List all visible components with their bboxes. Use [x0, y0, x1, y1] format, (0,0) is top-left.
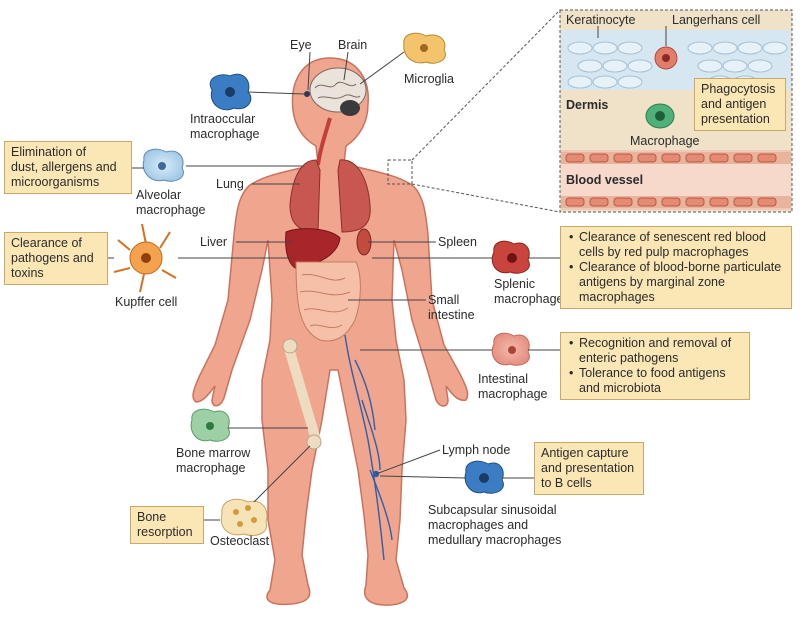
phagocytosis-line-3: presentation [701, 112, 770, 126]
eye-label: Eye [290, 38, 312, 52]
blood-vessel-label: Blood vessel [566, 173, 644, 187]
osteoclast-icon [220, 498, 268, 536]
lymph-function-line-3: to B cells [541, 476, 592, 490]
splenic-macrophage-icon [491, 240, 530, 274]
skin-inset [559, 9, 793, 213]
osteoclast-function-line-2: resorption [137, 525, 193, 539]
splenic-function-item-2: Clearance of blood-borne particulate ant… [569, 260, 785, 305]
brain-graphic [309, 67, 367, 116]
lymph-function-box: Antigen capture and presentation to B ce… [534, 442, 644, 495]
alveolar-function-line-1: Elimination of [11, 145, 87, 159]
osteoclast-function-box: Bone resorption [130, 506, 204, 544]
lymph-function-line-1: Antigen capture [541, 446, 629, 460]
bone-marrow-macrophage-icon [190, 408, 230, 442]
trachea-graphic [316, 117, 332, 166]
brain-label: Brain [338, 38, 368, 52]
alveolar-macrophage-icon [142, 148, 184, 182]
dermis-label: Dermis [566, 98, 609, 112]
alveolar-function-line-3: microorganisms [11, 175, 100, 189]
lymph-vessels-graphic [344, 334, 393, 561]
splenic-function-item-1: Clearance of senescent red blood cells b… [569, 230, 785, 260]
right-lung-graphic [337, 159, 371, 233]
small-intestine-line-2: intestine [428, 308, 475, 322]
phagocytosis-line-1: Phagocytosis [701, 82, 776, 96]
lymph-node-macrophage-icon [464, 460, 504, 494]
intestinal-function-item-1: Recognition and removal of enteric patho… [569, 336, 743, 366]
subcapsular-line-3: medullary macrophages [428, 533, 562, 547]
intestinal-line-1: Intestinal [478, 372, 529, 386]
intraoccular-line-2: macrophage [190, 127, 260, 141]
intraoccular-line-1: Intraoccular [190, 112, 256, 126]
small-intestine-line-1: Small [428, 293, 460, 307]
alveolar-macrophage-label: Alveolar macrophage [136, 188, 206, 218]
liver-graphic [285, 228, 341, 271]
kupffer-cell-icon [113, 223, 177, 293]
spleen-label: Spleen [438, 235, 477, 249]
zoom-line-top [411, 9, 561, 161]
kupffer-function-line-1: Clearance of [11, 236, 82, 250]
intestinal-function-box: Recognition and removal of enteric patho… [560, 332, 750, 400]
intestinal-macrophage-icon [491, 332, 530, 366]
bone-marrow-line-2: macrophage [176, 461, 246, 475]
skin-zoom-marker [387, 159, 413, 185]
alveolar-function-box: Elimination of dust, allergens and micro… [4, 141, 132, 194]
femur-graphic [282, 338, 322, 450]
intraoccular-macrophage-label: Intraoccular macrophage [190, 112, 260, 142]
lymph-function-line-2: and presentation [541, 461, 635, 475]
lymph-node-label: Lymph node [442, 443, 511, 457]
eye-graphic [304, 91, 310, 97]
alveolar-line-2: macrophage [136, 203, 206, 217]
subcapsular-line-1: Subcapsular sinusoidal [428, 503, 557, 517]
osteoclast-label: Osteoclast [210, 534, 270, 548]
subcapsular-macrophage-label: Subcapsular sinusoidal macrophages and m… [428, 503, 561, 548]
subcapsular-line-2: macrophages and [428, 518, 529, 532]
inset-macrophage-label: Macrophage [630, 134, 700, 148]
kupffer-cell-label: Kupffer cell [115, 295, 178, 309]
intestine-graphic [295, 261, 361, 342]
splenic-line-1: Splenic [494, 277, 535, 291]
kupffer-function-box: Clearance of pathogens and toxins [4, 232, 108, 285]
splenic-function-box: Clearance of senescent red blood cells b… [560, 226, 792, 309]
alveolar-line-1: Alveolar [136, 188, 182, 202]
bone-marrow-line-1: Bone marrow [176, 446, 251, 460]
lung-label: Lung [216, 177, 244, 191]
kupffer-function-line-2: pathogens and [11, 251, 94, 265]
phagocytosis-box: Phagocytosis and antigen presentation [694, 78, 786, 131]
alveolar-function-line-2: dust, allergens and [11, 160, 117, 174]
splenic-macrophage-label: Splenic macrophage [494, 277, 564, 307]
phagocytosis-line-2: and antigen [701, 97, 767, 111]
intestinal-macrophage-label: Intestinal macrophage [478, 372, 548, 402]
splenic-line-2: macrophage [494, 292, 564, 306]
intraoccular-macrophage-icon [209, 73, 252, 111]
osteoclast-function-line-1: Bone [137, 510, 167, 524]
intestinal-function-item-2: Tolerance to food antigens and microbiot… [569, 366, 743, 396]
microglia-label: Microglia [404, 72, 455, 86]
liver-label: Liver [200, 235, 228, 249]
leader-lines [108, 51, 560, 521]
kupffer-function-line-3: toxins [11, 266, 44, 280]
keratinocyte-label: Keratinocyte [566, 13, 636, 27]
small-intestine-label: Small intestine [428, 293, 475, 323]
microglia-icon [403, 32, 446, 64]
intestinal-line-2: macrophage [478, 387, 548, 401]
langerhans-cell-label: Langerhans cell [672, 13, 761, 27]
bone-marrow-macrophage-label: Bone marrow macrophage [176, 446, 250, 476]
zoom-line-bottom [411, 183, 561, 213]
